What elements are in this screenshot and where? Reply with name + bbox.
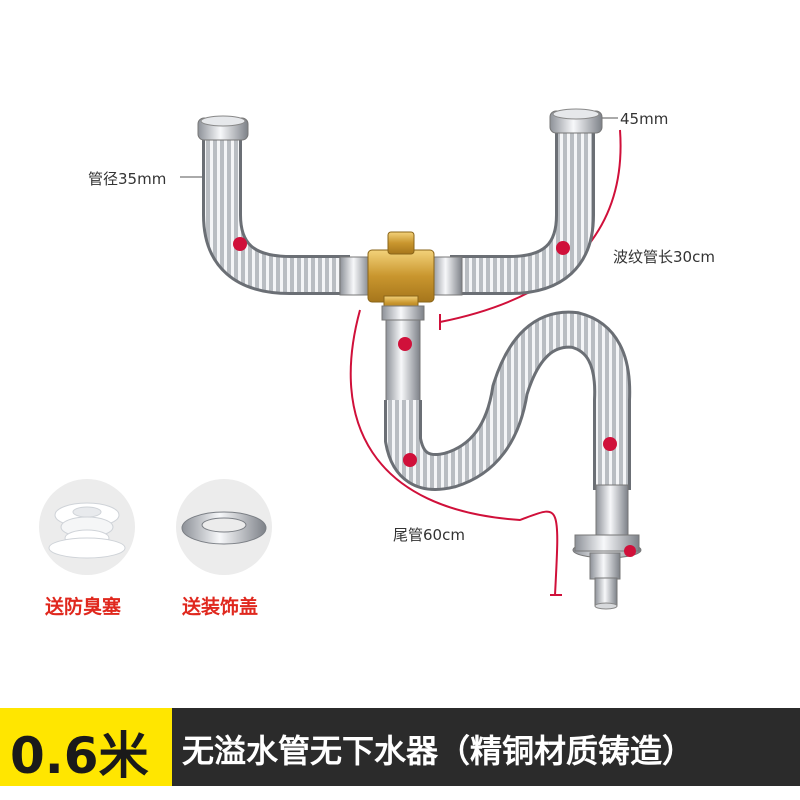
tail-pipe-label: 尾管60cm [393,526,465,544]
drain-pipe-illustration [39,108,642,610]
right-top-fitting [549,108,603,134]
banner-size-text: 0.6米 [10,727,149,785]
decorative-cover-ring-icon [176,479,272,575]
pipe-diameter-label: 管径35mm [88,170,167,188]
outlet-size-label: 45mm [620,110,669,128]
tee-outlet-pipe [385,305,421,403]
anti-odor-plug-icon [39,479,135,575]
banner-title-text: 无溢水管无下水器（精铜材质铸造） [182,732,695,770]
corrugated-length-label: 波纹管长30cm [613,248,715,266]
brass-tee-connector [367,231,435,311]
red-markers [233,237,636,557]
banner-size-block: 0.6米 [0,708,172,786]
banner-title-block: 无溢水管无下水器（精铜材质铸造） [172,708,800,786]
gift-label-anti-odor-plug: 送防臭塞 [45,596,122,618]
gift-label-decorative-cover: 送装饰盖 [182,596,259,618]
left-top-fitting [197,115,249,141]
tail-pipe-outlet [572,484,642,610]
bottom-banner: 0.6米 无溢水管无下水器（精铜材质铸造） [0,708,800,800]
